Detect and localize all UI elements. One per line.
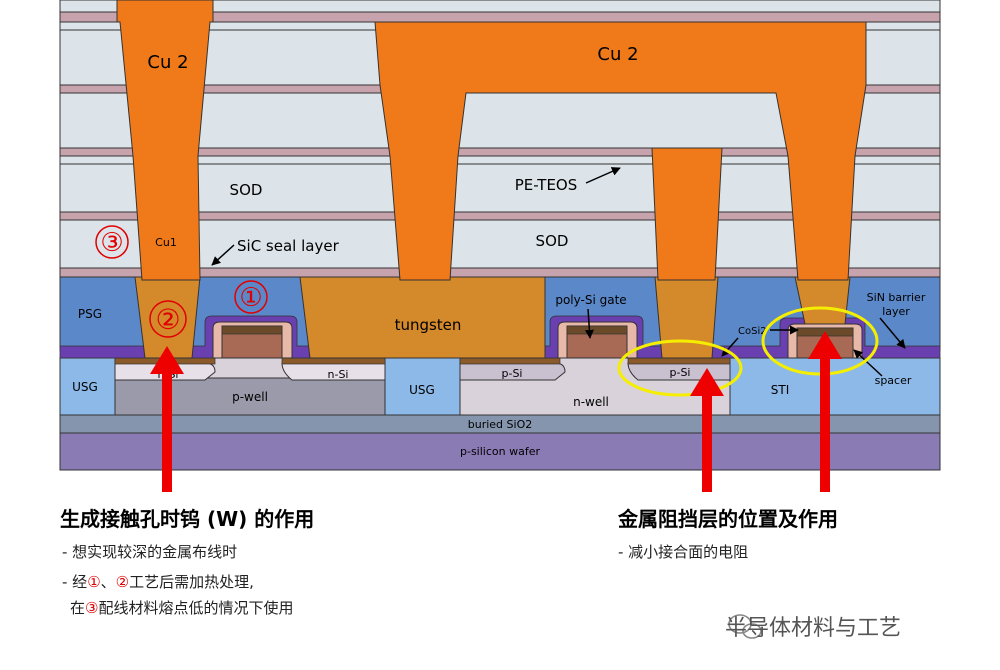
left-caption-item-3: 在③配线材料熔点低的情况下使用 xyxy=(70,597,293,618)
left-caption-item-1: - 想实现较深的金属布线时 xyxy=(62,543,238,561)
label-usg-mid: USG xyxy=(409,383,435,397)
red-arrows xyxy=(150,331,842,492)
label-cosi2: CoSi2 xyxy=(738,326,767,337)
item3-post: 配线材料熔点低的情况下使用 xyxy=(98,599,294,617)
label-psg: PSG xyxy=(78,307,102,321)
label-p-si-2: p-Si xyxy=(670,366,691,379)
label-sti: STI xyxy=(771,383,790,397)
label-sod-lower: SOD xyxy=(536,232,569,250)
label-buried-sio2: buried SiO2 xyxy=(468,418,532,431)
item3-pre: 在 xyxy=(70,599,86,617)
item2-pre: - 经 xyxy=(62,573,88,591)
item3-marker-3: ③ xyxy=(85,599,99,617)
watermark-text: 半导体材料与工艺 xyxy=(725,616,902,641)
marker-1: ① xyxy=(239,283,262,313)
pointer-arrows xyxy=(211,167,906,377)
label-cu2-left: Cu 2 xyxy=(147,52,188,73)
item2-marker-1: ① xyxy=(87,573,101,591)
item2-post: 工艺后需加热处理, xyxy=(129,573,254,591)
marker-2: ② xyxy=(155,303,180,336)
label-cu2-right: Cu 2 xyxy=(597,44,638,65)
label-sic-seal: SiC seal layer xyxy=(237,237,340,255)
label-n-si-mid: n-Si xyxy=(328,368,349,381)
label-cu1: Cu1 xyxy=(155,236,177,249)
item2-sep: 、 xyxy=(100,573,116,591)
label-sod-upper: SOD xyxy=(230,181,263,199)
right-caption-item-1: - 减小接合面的电阻 xyxy=(618,543,749,561)
substrate xyxy=(59,357,941,471)
right-caption-title: 金属阻挡层的位置及作用 xyxy=(618,507,838,531)
label-sin-layer: layer xyxy=(882,305,910,318)
label-spacer: spacer xyxy=(875,374,912,387)
label-usg-left: USG xyxy=(72,380,98,394)
left-caption-item-2: - 经①、②工艺后需加热处理, xyxy=(62,571,254,592)
copper-interconnects xyxy=(116,0,867,281)
item2-marker-2: ② xyxy=(115,573,130,591)
label-p-wafer: p-silicon wafer xyxy=(460,445,540,458)
label-n-well: n-well xyxy=(573,395,609,409)
label-poly-si-gate: poly-Si gate xyxy=(555,293,626,307)
label-tungsten: tungsten xyxy=(395,316,462,334)
left-caption-title: 生成接触孔时钨 (W) 的作用 xyxy=(60,507,315,531)
marker-3: ③ xyxy=(100,228,123,258)
label-sin-barrier: SiN barrier xyxy=(867,291,926,304)
tungsten-contacts xyxy=(134,276,851,359)
wechat-icon xyxy=(728,614,762,639)
label-p-si-1: p-Si xyxy=(502,367,523,380)
circled-markers: ③ ① ② xyxy=(95,225,268,338)
label-pe-teos: PE-TEOS xyxy=(515,176,578,194)
label-p-well: p-well xyxy=(232,390,268,404)
